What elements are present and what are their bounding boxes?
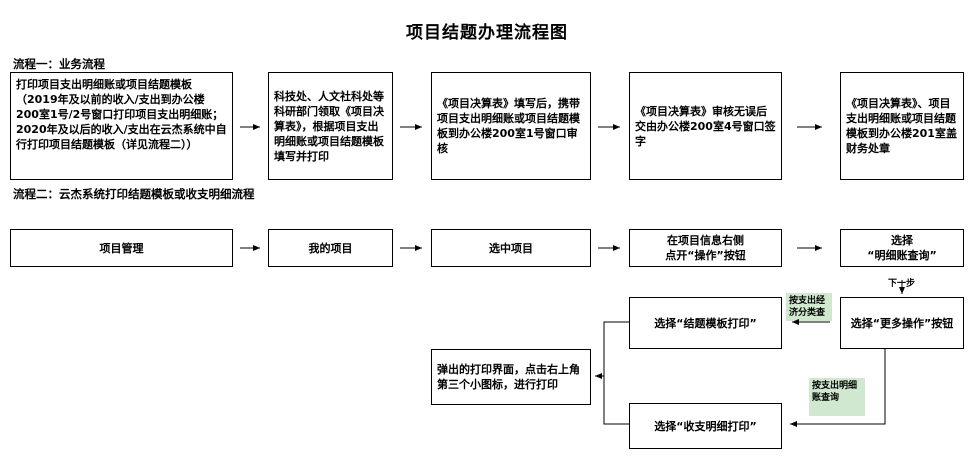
flow2-step-3-text: 选中项目 [489,241,533,255]
flow2-step-4-box: 在项目信息右侧 点开“操作”按钮 [629,229,782,267]
flow1-step-3-box: 《项目决算表》填写后，携带项目支出明细账或项目结题模板到办公楼200室1号窗口审… [431,72,591,180]
arrow-to-detail [790,349,886,427]
flow2-step-5-text: 选择 “明细账查询” [867,234,937,262]
flow1-label: 流程一：业务流程 [13,57,105,71]
connector-template-left [603,321,629,425]
print-template-box: 选择“结题模板打印” [629,297,782,349]
flow1-step-1-text: 打印项目支出明细账或项目结题模板（2019年及以前的收入/支出到办公楼200室1… [16,78,227,151]
print-detail-box: 选择“收支明细打印” [629,403,782,449]
page-title: 项目结题办理流程图 [406,23,568,43]
flow1-step-2-text: 科技处、人文社科处等科研部门领取《项目决算表》，根据项目支出明细账或项目结题模板… [274,89,384,163]
popup-print-text: 弹出的打印界面，点击右上角第三个小图标，进行打印 [437,363,580,391]
more-ops-text: 选择“更多操作”按钮 [850,316,954,330]
print-template-text: 选择“结题模板打印” [654,316,757,330]
flow1-step-1-box: 打印项目支出明细账或项目结题模板（2019年及以前的收入/支出到办公楼200室1… [10,72,233,180]
flow2-step-1-box: 项目管理 [10,229,233,267]
flow1-step-4-box: 《项目决算表》审核无误后交由办公楼200室4号窗口签字 [629,72,782,180]
more-ops-box: 选择“更多操作”按钮 [840,297,964,349]
flow1-step-3-text: 《项目决算表》填写后，携带项目支出明细账或项目结题模板到办公楼200室1号窗口审… [437,97,580,155]
flow2-step-5-box: 选择 “明细账查询” [840,229,964,267]
flow1-step-5-text: 《项目决算表》、项目支出明细账或项目结题模板到办公楼201室盖财务处章 [846,97,957,155]
print-detail-text: 选择“收支明细打印” [654,419,757,433]
flow2-step-4-text: 在项目信息右侧 点开“操作”按钮 [665,234,746,262]
tag-by-detail: 按支出明细账查询 [809,378,865,416]
tag-by-category: 按支出经济分类查 [786,293,832,321]
flow2-step-2-text: 我的项目 [308,241,353,255]
flow1-step-5-box: 《项目决算表》、项目支出明细账或项目结题模板到办公楼201室盖财务处章 [840,72,964,180]
flow1-step-4-text: 《项目决算表》审核无误后交由办公楼200室4号窗口签字 [635,104,776,148]
flow2-step-2-box: 我的项目 [268,229,393,267]
popup-print-box: 弹出的打印界面，点击右上角第三个小图标，进行打印 [431,349,591,405]
flow2-step-1-text: 项目管理 [99,241,144,255]
flow1-step-2-box: 科技处、人文社科处等科研部门领取《项目决算表》，根据项目支出明细账或项目结题模板… [268,72,393,180]
flow2-step-3-box: 选中项目 [431,229,591,267]
flow2-label: 流程二：云杰系统打印结题模板或收支明细流程 [13,187,255,201]
